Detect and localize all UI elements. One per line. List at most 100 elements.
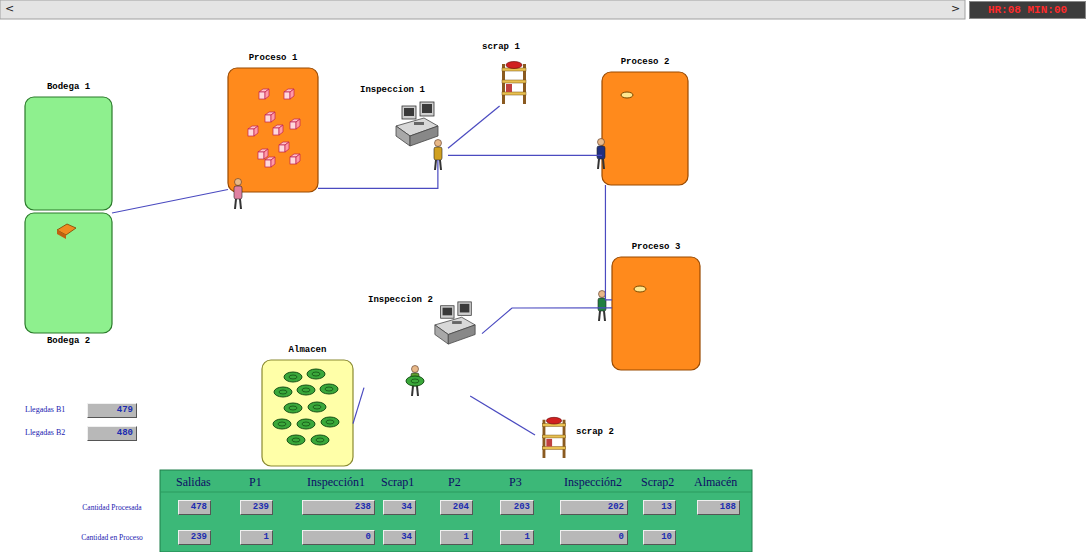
path-line — [448, 106, 500, 148]
station-box: Proceso 1 — [228, 68, 318, 192]
table-cell-text: 0 — [619, 532, 624, 542]
table-cell: 204 — [440, 500, 473, 515]
table-cell: 34 — [383, 530, 416, 545]
station-label: Proceso 2 — [602, 57, 688, 68]
scroll-arrow: > — [951, 2, 969, 17]
station-box: Proceso 3 — [612, 257, 700, 370]
table-cell-text: 0 — [366, 532, 371, 542]
station-label: Bodega 1 — [25, 82, 112, 93]
station-icon: Inspeccion 2 — [364, 292, 482, 396]
table-cell-text: 239 — [253, 502, 269, 512]
node-fill — [25, 213, 112, 333]
table-cell-text: 202 — [608, 502, 624, 512]
node-fill — [612, 257, 700, 370]
station-box: Proceso 2 — [602, 72, 688, 185]
path-line — [605, 185, 612, 300]
table-cell: 202 — [560, 500, 628, 515]
table-cell: 478 — [178, 500, 211, 515]
counter-label-text: Llegadas B1 — [25, 405, 65, 414]
path-line — [482, 308, 612, 334]
column-header: P1 — [249, 474, 266, 490]
column-header: Inspección1 — [307, 474, 369, 490]
table-cell: 1 — [500, 530, 534, 545]
table-cell: 239 — [240, 500, 273, 515]
path-line — [470, 396, 535, 435]
node-fills — [25, 40, 700, 466]
table-cell-text: 34 — [401, 502, 412, 512]
node-fill — [478, 40, 532, 106]
column-header-text: Scrap2 — [641, 475, 674, 489]
table-cell-text: 10 — [661, 532, 672, 542]
table-cell: 238 — [302, 500, 375, 515]
counter-label: Llegadas B2 — [25, 427, 85, 439]
counter-value-text: 480 — [117, 428, 133, 438]
column-header-text: P3 — [509, 475, 522, 489]
row-label: Cantidad Procesada — [70, 502, 154, 514]
column-header: P3 — [509, 474, 526, 490]
column-header-text: Inspección2 — [564, 475, 622, 489]
table-cell: 188 — [697, 500, 740, 515]
table-cell: 0 — [560, 530, 628, 545]
station-label: scrap 2 — [576, 427, 614, 438]
column-header-text: Almacén — [694, 475, 737, 489]
table-cell-text: 238 — [355, 502, 371, 512]
table-cell: 239 — [178, 530, 211, 545]
table-cell: 10 — [643, 530, 676, 545]
row-label: Cantidad en Proceso — [70, 532, 154, 544]
column-header-text: P1 — [249, 475, 262, 489]
table-cell-text: 204 — [453, 502, 469, 512]
table-cell-text: 1 — [464, 532, 469, 542]
scroll-arrow-text: > — [951, 2, 960, 15]
counter-value-text: 479 — [117, 405, 133, 415]
clock: HR:08 MIN:00 — [969, 1, 1086, 19]
station-box: Bodega 2 — [25, 213, 112, 333]
counter-label: Llegadas B1 — [25, 404, 85, 416]
table-cell: 203 — [500, 500, 534, 515]
node-fill — [535, 410, 618, 460]
column-header: Scrap1 — [381, 474, 419, 490]
counter-label-text: Llegadas B2 — [25, 428, 65, 437]
station-label: Inspeccion 2 — [368, 295, 433, 306]
path-line — [318, 160, 438, 188]
station-box: Bodega 1 — [25, 97, 112, 210]
column-header-text: P2 — [448, 475, 461, 489]
table-cell-text: 478 — [191, 502, 207, 512]
station-label: Inspeccion 1 — [360, 85, 425, 96]
station-label: Almacen — [262, 345, 353, 356]
station-label: Proceso 3 — [612, 242, 700, 253]
station-icon: scrap 2 — [535, 410, 618, 460]
table-cell: 34 — [383, 500, 416, 515]
path-line — [448, 155, 602, 156]
node-fill — [262, 360, 353, 466]
scroll-arrow: < — [5, 2, 23, 17]
table-cell-text: 239 — [191, 532, 207, 542]
station-label: Bodega 2 — [25, 336, 112, 347]
counter-value: 479 — [87, 403, 137, 418]
column-header-text: Scrap1 — [381, 475, 414, 489]
station-label: Proceso 1 — [228, 53, 318, 64]
node-fill — [228, 68, 318, 192]
table-cell-text: 203 — [514, 502, 530, 512]
station-box: Almacen — [262, 360, 353, 466]
node-fill — [602, 72, 688, 185]
scene — [0, 0, 965, 552]
column-header: Inspección2 — [564, 474, 626, 490]
node-fill — [364, 292, 482, 396]
column-header-text: Inspección1 — [307, 475, 365, 489]
table-cell: 0 — [302, 530, 375, 545]
table-cell: 13 — [643, 500, 676, 515]
node-fill — [25, 97, 112, 210]
row-label-text: Cantidad en Proceso — [81, 533, 143, 542]
row-label-text: Cantidad Procesada — [82, 503, 141, 512]
table-cell: 1 — [240, 530, 273, 545]
table-cell-text: 13 — [661, 502, 672, 512]
table-cell-text: 1 — [264, 532, 269, 542]
column-header: Almacén — [694, 474, 742, 490]
column-header: Scrap2 — [641, 474, 679, 490]
scroll-arrow-text: < — [5, 2, 14, 15]
table-cell-text: 188 — [720, 502, 736, 512]
column-header: P2 — [448, 474, 465, 490]
counter-value: 480 — [87, 426, 137, 441]
clock-text: HR:08 MIN:00 — [988, 4, 1067, 16]
